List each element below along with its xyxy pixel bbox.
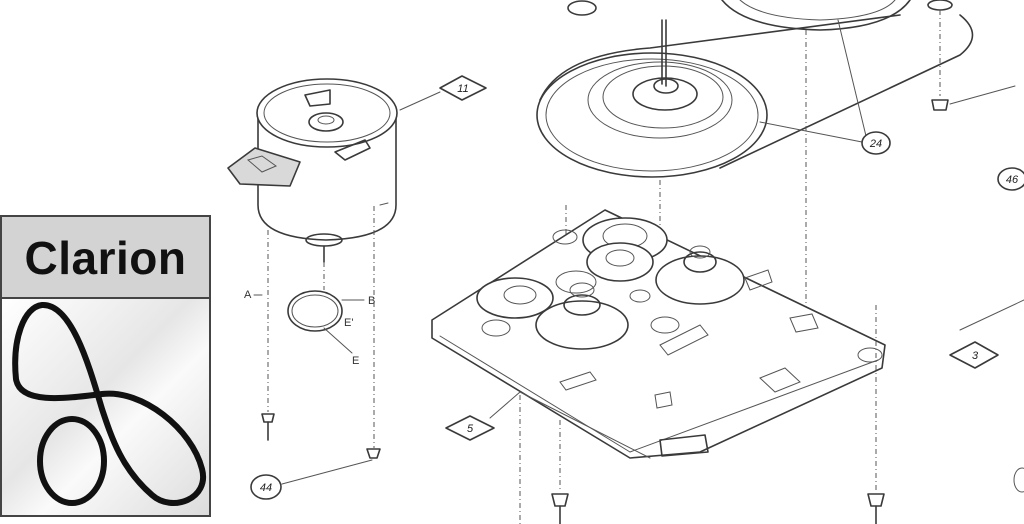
bottom-screw-left: [551, 493, 569, 524]
right-edge-line: [959, 299, 1024, 331]
top-left-fitting: [567, 0, 597, 16]
upper-reel: [721, 0, 911, 31]
brand-card: Clarion: [0, 215, 211, 517]
motor-assembly: [227, 78, 398, 263]
belt-icon: [2, 299, 209, 515]
leader-5: [489, 391, 521, 419]
bottom-screw-right: [867, 493, 885, 524]
letter-b: B: [368, 295, 375, 307]
callout-46: 46: [997, 167, 1024, 191]
svg-text:46: 46: [1006, 174, 1019, 186]
callout-3: 3: [949, 341, 999, 369]
svg-text:11: 11: [457, 83, 468, 95]
flywheel-pulley: [536, 19, 768, 178]
motor-screw-right: [281, 448, 381, 485]
svg-text:3: 3: [972, 350, 979, 362]
svg-text:24: 24: [869, 138, 882, 150]
motor-guide-lines: [267, 202, 389, 448]
small-belt-ring: [287, 290, 353, 354]
callout-44: 44: [250, 474, 282, 500]
callout-24: 24: [861, 131, 891, 155]
leader-24b: [837, 19, 867, 137]
top-right-screw: [927, 0, 1016, 111]
leader-11: [399, 91, 441, 111]
letter-e: E: [352, 355, 359, 367]
letter-e-prime: E': [344, 317, 353, 329]
callout-5: 5: [445, 415, 495, 441]
letter-a: A: [244, 289, 252, 301]
right-edge-fitting: [1013, 467, 1024, 493]
mechanism-gears: [476, 217, 745, 350]
brand-logo-text: Clarion: [2, 217, 209, 299]
motor-screw-left: [261, 413, 275, 441]
svg-text:44: 44: [260, 482, 272, 494]
drive-belt: [539, 14, 974, 169]
callout-11: 11: [439, 75, 487, 101]
leader-24: [759, 121, 863, 143]
svg-text:5: 5: [467, 423, 474, 435]
